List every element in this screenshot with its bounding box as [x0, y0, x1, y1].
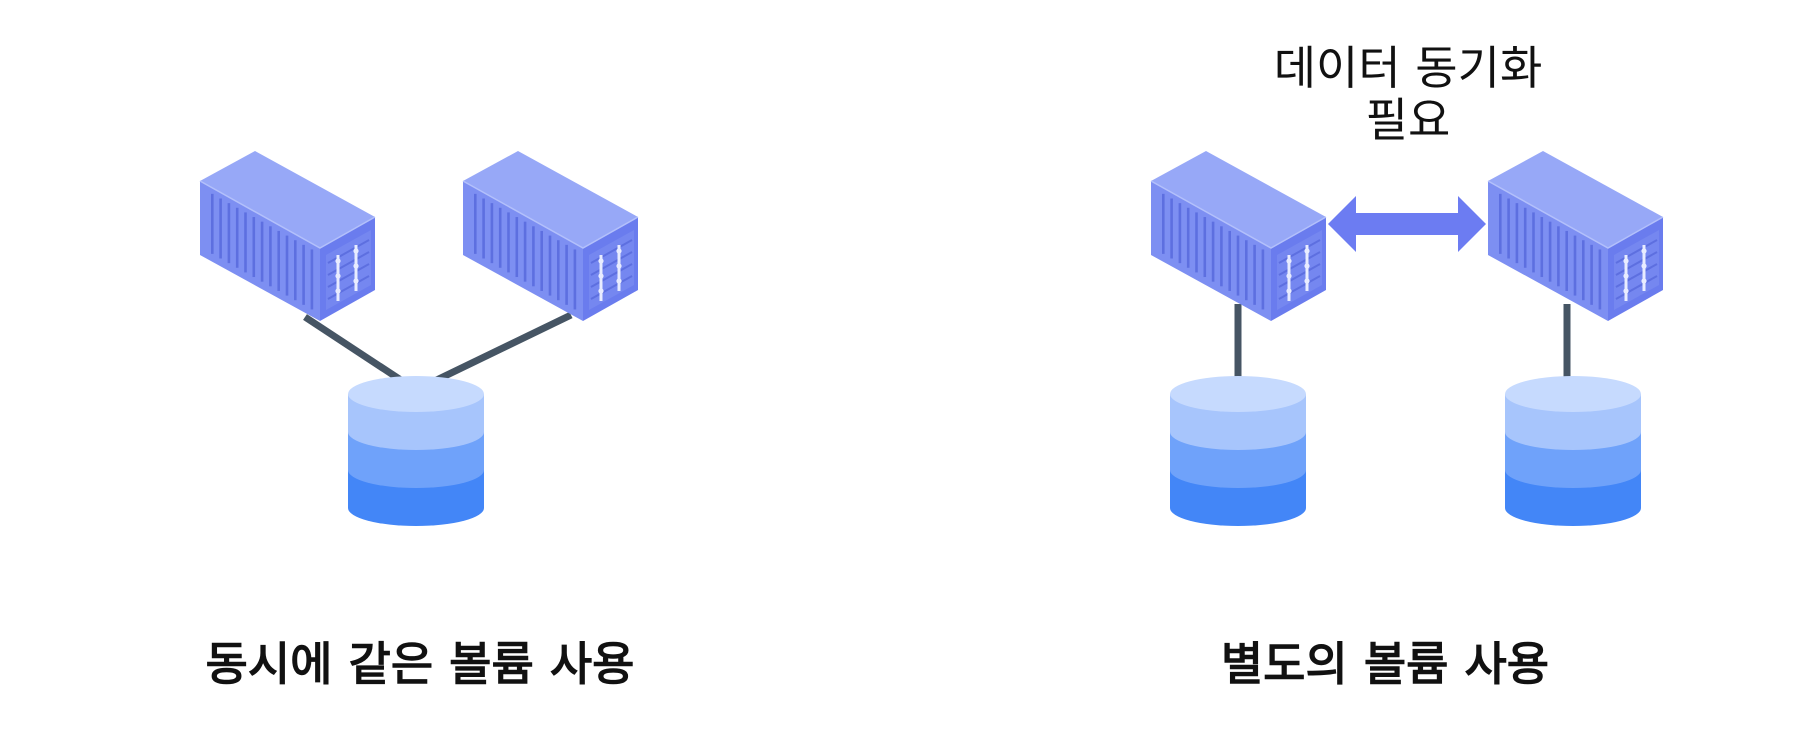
container-latch-knob [353, 248, 359, 254]
container-ribs [1499, 193, 1602, 310]
sync-note-line2: 필요 [1365, 93, 1451, 147]
container-latch-knob [598, 258, 604, 264]
container-latch-knob [335, 273, 341, 279]
container-right-b [1487, 151, 1664, 321]
container-ribs [474, 193, 577, 310]
container-door-bar [1615, 251, 1658, 276]
container-door [1277, 230, 1322, 310]
container-latch-knob [616, 263, 622, 269]
container-latch-knob [1286, 258, 1292, 264]
container-door-bar [590, 251, 633, 276]
container-latch-knob [1304, 248, 1310, 254]
container-top-face [200, 151, 375, 248]
sync-note-line1: 데이터 동기화 [1273, 41, 1543, 95]
container-door-bar [1278, 251, 1321, 276]
container-latch-knob [335, 258, 341, 264]
container-door-bar [1278, 263, 1321, 288]
container-latch-knob [1641, 278, 1647, 284]
container-latch-knob [1623, 288, 1629, 294]
container-latch-knob [616, 278, 622, 284]
container-top-face [1151, 151, 1326, 248]
container-top-face [463, 151, 638, 248]
container-latch-knob [1304, 278, 1310, 284]
volume-right-b [1505, 376, 1641, 526]
container-top-face [1488, 151, 1663, 248]
container-latch-knob [598, 273, 604, 279]
volume-top [1170, 376, 1306, 412]
container-door-bar [1615, 239, 1658, 264]
containers-group [199, 151, 1664, 321]
sync-required-note: 데이터 동기화 필요 [1274, 42, 1543, 146]
container-right-a [1150, 151, 1327, 321]
container-door-bar [590, 239, 633, 264]
container-latch-knob [598, 288, 604, 294]
container-door [589, 230, 634, 310]
container-latch-knob [616, 248, 622, 254]
container-left-b [462, 151, 639, 321]
shared-volume [348, 376, 484, 526]
volume-top [348, 376, 484, 412]
sync-double-arrow [1328, 196, 1486, 252]
volume-right-a [1170, 376, 1306, 526]
container-door-bar [327, 239, 370, 264]
container-edge [199, 180, 376, 249]
container-door-bar [590, 263, 633, 288]
container-latch-knob [335, 288, 341, 294]
container-latch-knob [1623, 273, 1629, 279]
container-door-bar [327, 251, 370, 276]
sync-arrows [1328, 196, 1486, 252]
container-door-bar [1615, 263, 1658, 288]
container-door-bar [1278, 239, 1321, 264]
container-latch-knob [1304, 263, 1310, 269]
container-ribs [1162, 193, 1265, 310]
container-latch-knob [353, 278, 359, 284]
container-latch-knob [1641, 263, 1647, 269]
container-latch-knob [1286, 288, 1292, 294]
connection-lines [303, 304, 1571, 394]
volumes-group [348, 376, 1641, 526]
container-door [1614, 230, 1659, 310]
container-latch-knob [1623, 258, 1629, 264]
container-latch-knob [353, 263, 359, 269]
caption-shared-volume: 동시에 같은 볼륨 사용 [205, 637, 635, 691]
container-ribs [211, 193, 314, 310]
container-left-a [199, 151, 376, 321]
container-edge [1150, 180, 1327, 249]
volume-top [1505, 376, 1641, 412]
container-door-bar [1278, 275, 1321, 300]
caption-separate-volume: 별도의 볼륨 사용 [1220, 637, 1550, 691]
container-door [326, 230, 371, 310]
container-door-bar [590, 275, 633, 300]
container-latch-knob [1641, 248, 1647, 254]
container-edge [462, 180, 639, 249]
container-edge [1487, 180, 1664, 249]
container-door-bar [327, 275, 370, 300]
container-door-bar [1615, 275, 1658, 300]
container-latch-knob [1286, 273, 1292, 279]
container-door-bar [327, 263, 370, 288]
